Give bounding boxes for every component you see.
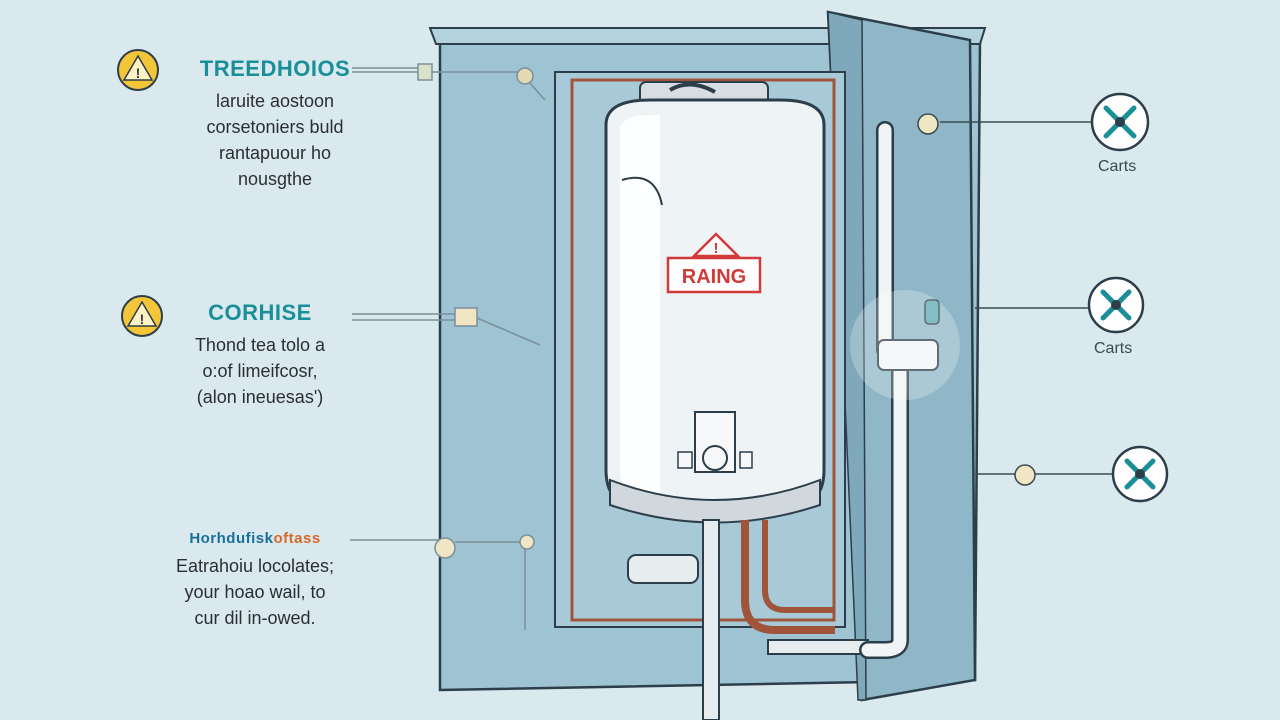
callout-3-line-2: your hoao wail, to bbox=[184, 582, 326, 602]
svg-text:!: ! bbox=[140, 311, 145, 327]
callout-2-body: Thond tea tolo a o:of limeifcosr, (alon … bbox=[150, 332, 370, 410]
warning-icon: ! bbox=[121, 295, 163, 337]
warning-icon bbox=[690, 232, 742, 258]
right-leaders bbox=[917, 113, 1116, 486]
svg-text:!: ! bbox=[136, 65, 141, 81]
callout-1-title: TREEDHOIOS bbox=[199, 56, 351, 81]
cold-water-pipe bbox=[702, 519, 720, 720]
pressure-valve bbox=[877, 339, 939, 371]
fan-icon bbox=[1090, 92, 1150, 152]
bottom-horizontal-pipe bbox=[767, 639, 869, 655]
callout-1-line-1: laruite aostoon bbox=[215, 91, 335, 111]
callout-1: TREEDHOIOS laruite aostoon corsetoniers … bbox=[160, 56, 390, 192]
fan-icon bbox=[1087, 276, 1145, 334]
leader-node-1 bbox=[417, 63, 433, 81]
copper-outlet-pipe bbox=[741, 520, 835, 634]
tank-label: RAING bbox=[682, 266, 746, 288]
pipes bbox=[627, 121, 960, 720]
thermostat-port-left bbox=[677, 451, 693, 469]
thermostat-dial bbox=[702, 445, 728, 471]
callout-1-line-4: nousgthe bbox=[237, 169, 313, 189]
callout-3-title-suffix: oftass bbox=[273, 530, 321, 547]
vertical-water-pipe bbox=[861, 123, 907, 657]
fan-markers bbox=[1087, 92, 1169, 503]
callout-1-line-2: corsetoniers buld bbox=[206, 117, 344, 137]
copper-inlet-pipe bbox=[762, 520, 835, 613]
tank-warning-mark: ! bbox=[714, 240, 719, 257]
callout-2: CORHISE Thond tea tolo a o:of limeifcosr… bbox=[150, 300, 370, 410]
tank-label-box bbox=[666, 256, 762, 294]
callout-3-body: Eatrahoiu locolates; your hoao wail, to … bbox=[140, 553, 370, 631]
callout-3-line-1: Eatrahoiu locolates; bbox=[175, 556, 335, 576]
callout-1-line-3: rantapuour ho bbox=[218, 143, 332, 163]
warning-icon: ! bbox=[117, 49, 159, 91]
callout-3-line-3: cur dil in-owed. bbox=[194, 608, 316, 628]
fan-icon bbox=[1111, 445, 1169, 503]
thermostat-port-right bbox=[739, 451, 753, 469]
callout-3: Horhdufiskoftass Eatrahoiu locolates; yo… bbox=[140, 530, 370, 631]
leader-line-2c bbox=[476, 317, 541, 346]
heater-tank: ! RAING bbox=[604, 81, 826, 524]
callout-2-line-1: Thond tea tolo a bbox=[194, 335, 326, 355]
callout-3-title-main: Horhdufisk bbox=[189, 530, 274, 547]
left-leaders bbox=[350, 63, 546, 630]
right-node-1 bbox=[917, 113, 939, 135]
callout-2-line-3: (alon ineuesas') bbox=[196, 387, 324, 407]
tank-highlight bbox=[620, 115, 660, 495]
valve-glow bbox=[850, 290, 960, 400]
callout-1-body: laruite aostoon corsetoniers buld rantap… bbox=[160, 88, 390, 192]
callout-2-line-2: o:of limeifcosr, bbox=[202, 361, 318, 381]
callout-3-title: Horhdufiskoftass bbox=[140, 530, 370, 547]
leader-node-2 bbox=[454, 307, 478, 327]
leader-node-3b bbox=[519, 534, 535, 550]
right-marker-2-label: Carts bbox=[1094, 340, 1133, 357]
callout-2-title: CORHISE bbox=[208, 300, 312, 325]
leader-node-1b bbox=[516, 67, 534, 85]
tank-top-handle bbox=[668, 82, 716, 94]
drain-valve bbox=[627, 554, 699, 584]
tank-bottom-ring bbox=[609, 478, 821, 524]
relief-tube bbox=[621, 176, 663, 206]
leader-node-3 bbox=[434, 537, 456, 559]
right-marker-1-label: Carts bbox=[1098, 158, 1137, 175]
valve-cap bbox=[924, 299, 940, 325]
right-node-3 bbox=[1014, 464, 1036, 486]
